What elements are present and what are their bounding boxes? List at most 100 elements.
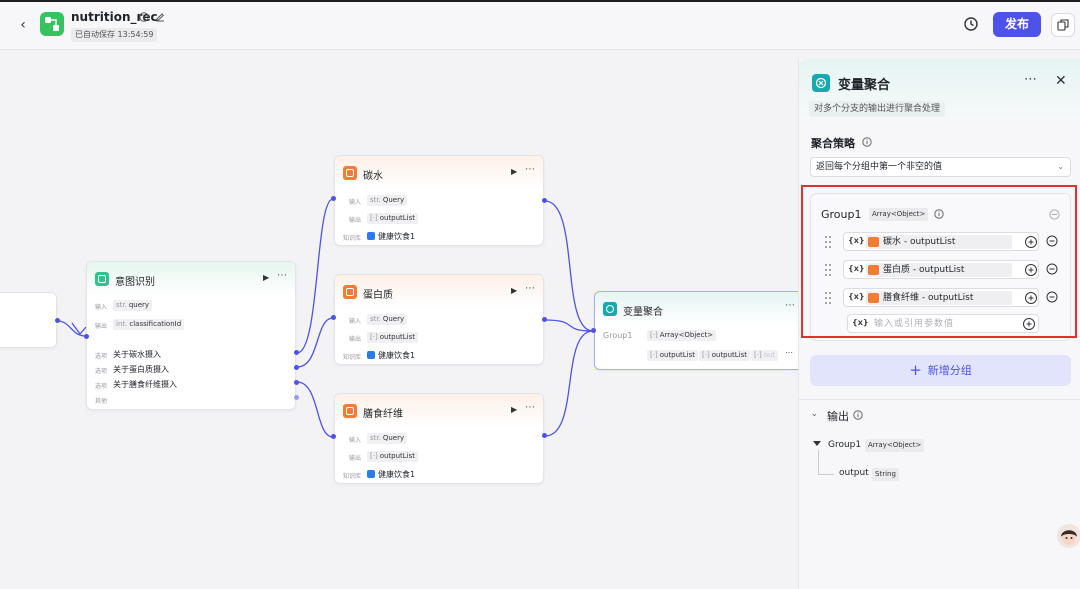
add-group-label: 新增分组	[927, 364, 972, 377]
carb-input-port[interactable]	[331, 196, 336, 201]
drag-handle-icon[interactable]	[825, 292, 831, 304]
variable-icon: {x}	[852, 318, 869, 327]
kb-label: 知识库	[343, 235, 362, 242]
type-prefix: [·]	[370, 333, 378, 341]
aggregator-node[interactable]: 变量聚合 ⋯ Group1 [·]Array<Object> [·]output…	[594, 291, 804, 370]
other-port[interactable]	[294, 395, 299, 400]
option1-port[interactable]	[294, 350, 299, 355]
more-icon[interactable]: ⋯	[525, 283, 536, 294]
variable-field[interactable]: {x} 蛋白质 - outputList	[843, 260, 1039, 279]
remove-icon[interactable]	[1046, 235, 1058, 247]
kb-node-carb[interactable]: 碳水 ▶ ⋯ 输入 str.Query 输出 [·]outputList 知识库…	[334, 155, 544, 246]
knowledge-icon	[868, 237, 879, 247]
variable-ref-tag: 蛋白质 - outputList	[866, 263, 1012, 277]
strategy-select[interactable]: 返回每个分组中第一个非空的值 ⌄	[810, 157, 1071, 177]
variable-picker-icon[interactable]	[1024, 263, 1038, 277]
aggregate-icon	[812, 74, 830, 92]
variable-field[interactable]: {x} 碳水 - outputList	[843, 232, 1039, 251]
type-prefix: str.	[116, 301, 127, 309]
knowledge-icon	[343, 404, 357, 418]
variable-input-field[interactable]: {x} 输入或引用参数值	[847, 314, 1039, 333]
variable-row: {x} 碳水 - outputList	[825, 232, 1065, 252]
info-icon[interactable]	[862, 137, 872, 147]
run-icon[interactable]: ▶	[511, 405, 518, 414]
drag-handle-icon[interactable]	[825, 236, 831, 248]
input-label: 输入	[349, 437, 362, 444]
close-icon[interactable]: ✕	[1055, 73, 1067, 89]
knowledge-icon	[868, 265, 879, 275]
aggregator-node-header	[595, 292, 803, 326]
fiber-output-port[interactable]	[542, 433, 547, 438]
variable-picker-icon[interactable]	[1022, 317, 1036, 331]
more-icon[interactable]: ⋯	[277, 270, 288, 281]
add-group-button[interactable]: +新增分组	[810, 355, 1071, 386]
group-label: Group1	[603, 331, 633, 340]
remove-icon[interactable]	[1046, 291, 1058, 303]
output-tag: int.classificationId	[113, 319, 185, 330]
knowledge-icon	[343, 166, 357, 180]
protein-input-port[interactable]	[331, 315, 336, 320]
carb-output-port[interactable]	[542, 198, 547, 203]
output-tag-truncated: [·]out	[751, 350, 779, 361]
run-icon[interactable]: ▶	[263, 273, 270, 282]
edit-icon[interactable]	[155, 12, 165, 22]
intent-icon	[95, 272, 109, 286]
assistant-avatar[interactable]	[1057, 524, 1080, 548]
more-icon[interactable]: ⋯	[1024, 72, 1038, 87]
aggregator-input-port[interactable]	[591, 328, 596, 333]
history-icon[interactable]	[963, 16, 979, 32]
output-tag-text: outputList	[659, 351, 696, 359]
variable-picker-icon[interactable]	[1024, 235, 1038, 249]
input-tag-text: query	[128, 301, 150, 309]
wire-opt2-protein	[296, 317, 334, 368]
kb-name-text: 健康饮食1	[378, 232, 416, 241]
divider	[799, 399, 1080, 400]
info-icon[interactable]	[853, 410, 863, 420]
variable-input-placeholder: 输入或引用参数值	[870, 317, 1038, 331]
output-tag-text: outputList	[711, 351, 748, 359]
intent-input-port[interactable]	[84, 334, 89, 339]
fiber-input-port[interactable]	[331, 434, 336, 439]
input-label: 输入	[349, 199, 362, 206]
start-output-port[interactable]	[55, 318, 60, 323]
option2-port[interactable]	[294, 365, 299, 370]
app-icon	[40, 12, 64, 36]
expand-triangle-icon[interactable]	[813, 441, 821, 446]
protein-output-port[interactable]	[542, 317, 547, 322]
run-icon[interactable]: ▶	[511, 286, 518, 295]
type-prefix: str.	[370, 434, 381, 442]
kb-node-header	[335, 156, 543, 190]
run-icon[interactable]: ▶	[511, 167, 518, 176]
kb-name-text: 健康饮食1	[378, 351, 416, 360]
input-tag: str.Query	[367, 314, 408, 325]
drag-handle-icon[interactable]	[825, 264, 831, 276]
input-tag: str.query	[113, 300, 153, 311]
more-icon[interactable]: ⋯	[785, 300, 796, 311]
variable-row: {x} 膳食纤维 - outputList	[825, 288, 1065, 308]
output-tag-text: outputList	[379, 452, 416, 460]
info-icon[interactable]	[934, 209, 944, 219]
type-prefix: str.	[370, 315, 381, 323]
top-bar: ‹ nutrition_rec 已自动保存 13:54:59 发布	[0, 0, 1080, 50]
aggregator-node-title: 变量聚合	[623, 307, 663, 318]
workflow-canvas[interactable]: 意图识别 ▶ ⋯ 输入 str.query 输出 int.classificat…	[0, 51, 804, 589]
kb-node-protein[interactable]: 蛋白质 ▶ ⋯ 输入 str.Query 输出 [·]outputList 知识…	[334, 274, 544, 365]
back-icon[interactable]: ‹	[20, 17, 26, 33]
start-node[interactable]	[0, 292, 57, 348]
autosave-status: 已自动保存 13:54:59	[71, 28, 158, 42]
variable-picker-icon[interactable]	[1024, 291, 1038, 305]
info-icon[interactable]	[139, 12, 149, 22]
more-icon[interactable]: ⋯	[525, 402, 536, 413]
remove-group-icon[interactable]	[1049, 209, 1060, 220]
intent-node[interactable]: 意图识别 ▶ ⋯ 输入 str.query 输出 int.classificat…	[86, 261, 296, 410]
chevron-down-icon[interactable]: ⌄	[811, 409, 818, 418]
copy-button[interactable]	[1051, 13, 1075, 37]
publish-button[interactable]: 发布	[993, 12, 1041, 37]
remove-icon[interactable]	[1046, 263, 1058, 275]
option-text: 关于碳水摄入	[113, 350, 161, 359]
option3-port[interactable]	[294, 380, 299, 385]
more-icon[interactable]: ⋯	[525, 164, 536, 175]
variable-field[interactable]: {x} 膳食纤维 - outputList	[843, 288, 1039, 307]
output-group-name: Group1	[828, 440, 862, 450]
kb-node-fiber[interactable]: 膳食纤维 ▶ ⋯ 输入 str.Query 输出 [·]outputList 知…	[334, 393, 544, 484]
